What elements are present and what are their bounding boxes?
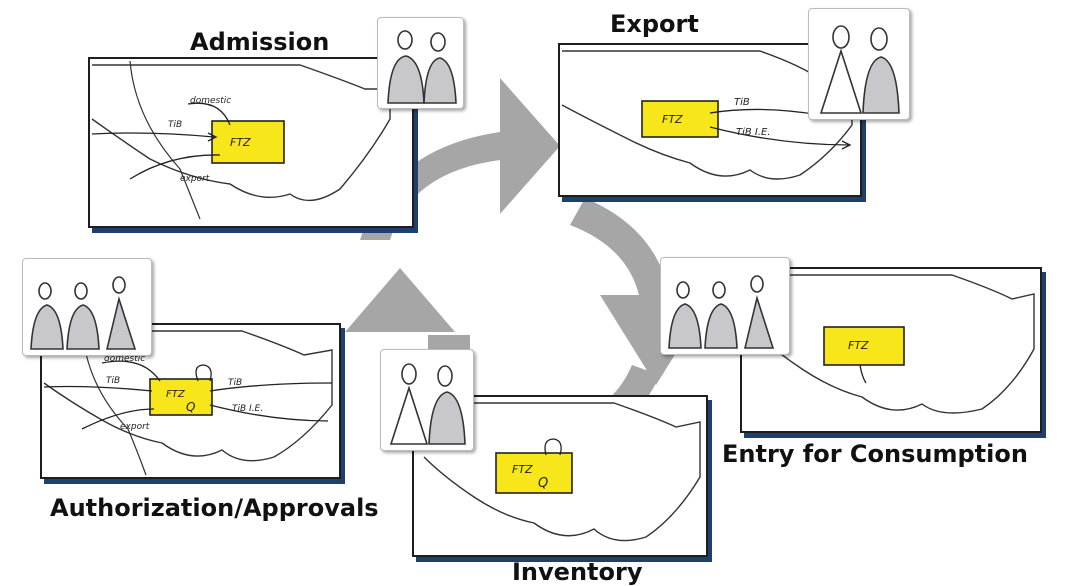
us-map-sketch: FTZ Q TiB domestic export TiB TiB I.E.: [43, 326, 333, 476]
inventory-people: [380, 349, 474, 451]
ftz-label: FTZ: [230, 136, 251, 149]
ftz-box: [641, 100, 719, 138]
entry-title: Entry for Consumption: [722, 440, 1028, 468]
admission-people: [377, 17, 464, 109]
tib-ie-label: TiB I.E.: [736, 127, 771, 138]
ftz-label: FTZ: [512, 463, 533, 476]
tib-ie-label: TiB I.E.: [232, 404, 263, 414]
export-label: export: [120, 422, 150, 432]
authorization-people: [22, 258, 152, 356]
three-people-icon: [30, 276, 137, 350]
ftz-box: [149, 378, 213, 416]
entry-people: [660, 257, 790, 355]
ftz-box: [495, 452, 573, 494]
ftz-box: [823, 326, 905, 366]
admission-title: Admission: [190, 28, 330, 56]
us-map-sketch: FTZ: [751, 274, 1035, 414]
inventory-title: Inventory: [512, 558, 643, 586]
export-title: Export: [610, 10, 699, 38]
tib-in-label: TiB: [106, 376, 120, 386]
ftz-box: [211, 120, 285, 164]
domestic-label: domestic: [104, 354, 145, 364]
export-panel: FTZ TiB TiB I.E.: [558, 43, 862, 197]
three-people-icon: [668, 275, 775, 349]
entry-panel: FTZ: [740, 267, 1042, 433]
export-label: export: [180, 174, 210, 184]
two-people-icon: [819, 25, 900, 114]
admission-panel: FTZ TiB domestic export: [88, 57, 414, 228]
ftz-label: FTZ: [848, 339, 869, 352]
domestic-label: domestic: [190, 96, 231, 106]
two-people-icon: [389, 363, 466, 445]
q-label: Q: [538, 476, 548, 491]
tib-label: TiB: [734, 97, 750, 108]
tib-label: TiB: [168, 120, 182, 130]
ftz-label: FTZ: [166, 389, 186, 400]
tib-out-label: TiB: [228, 378, 242, 388]
us-map-sketch: FTZ TiB domestic export: [91, 60, 391, 220]
export-people: [808, 8, 910, 120]
us-map-sketch: FTZ Q: [423, 402, 701, 542]
two-people-icon: [387, 30, 457, 104]
q-label: Q: [186, 400, 195, 414]
ftz-label: FTZ: [662, 113, 683, 126]
authorization-title: Authorization/Approvals: [50, 494, 379, 522]
